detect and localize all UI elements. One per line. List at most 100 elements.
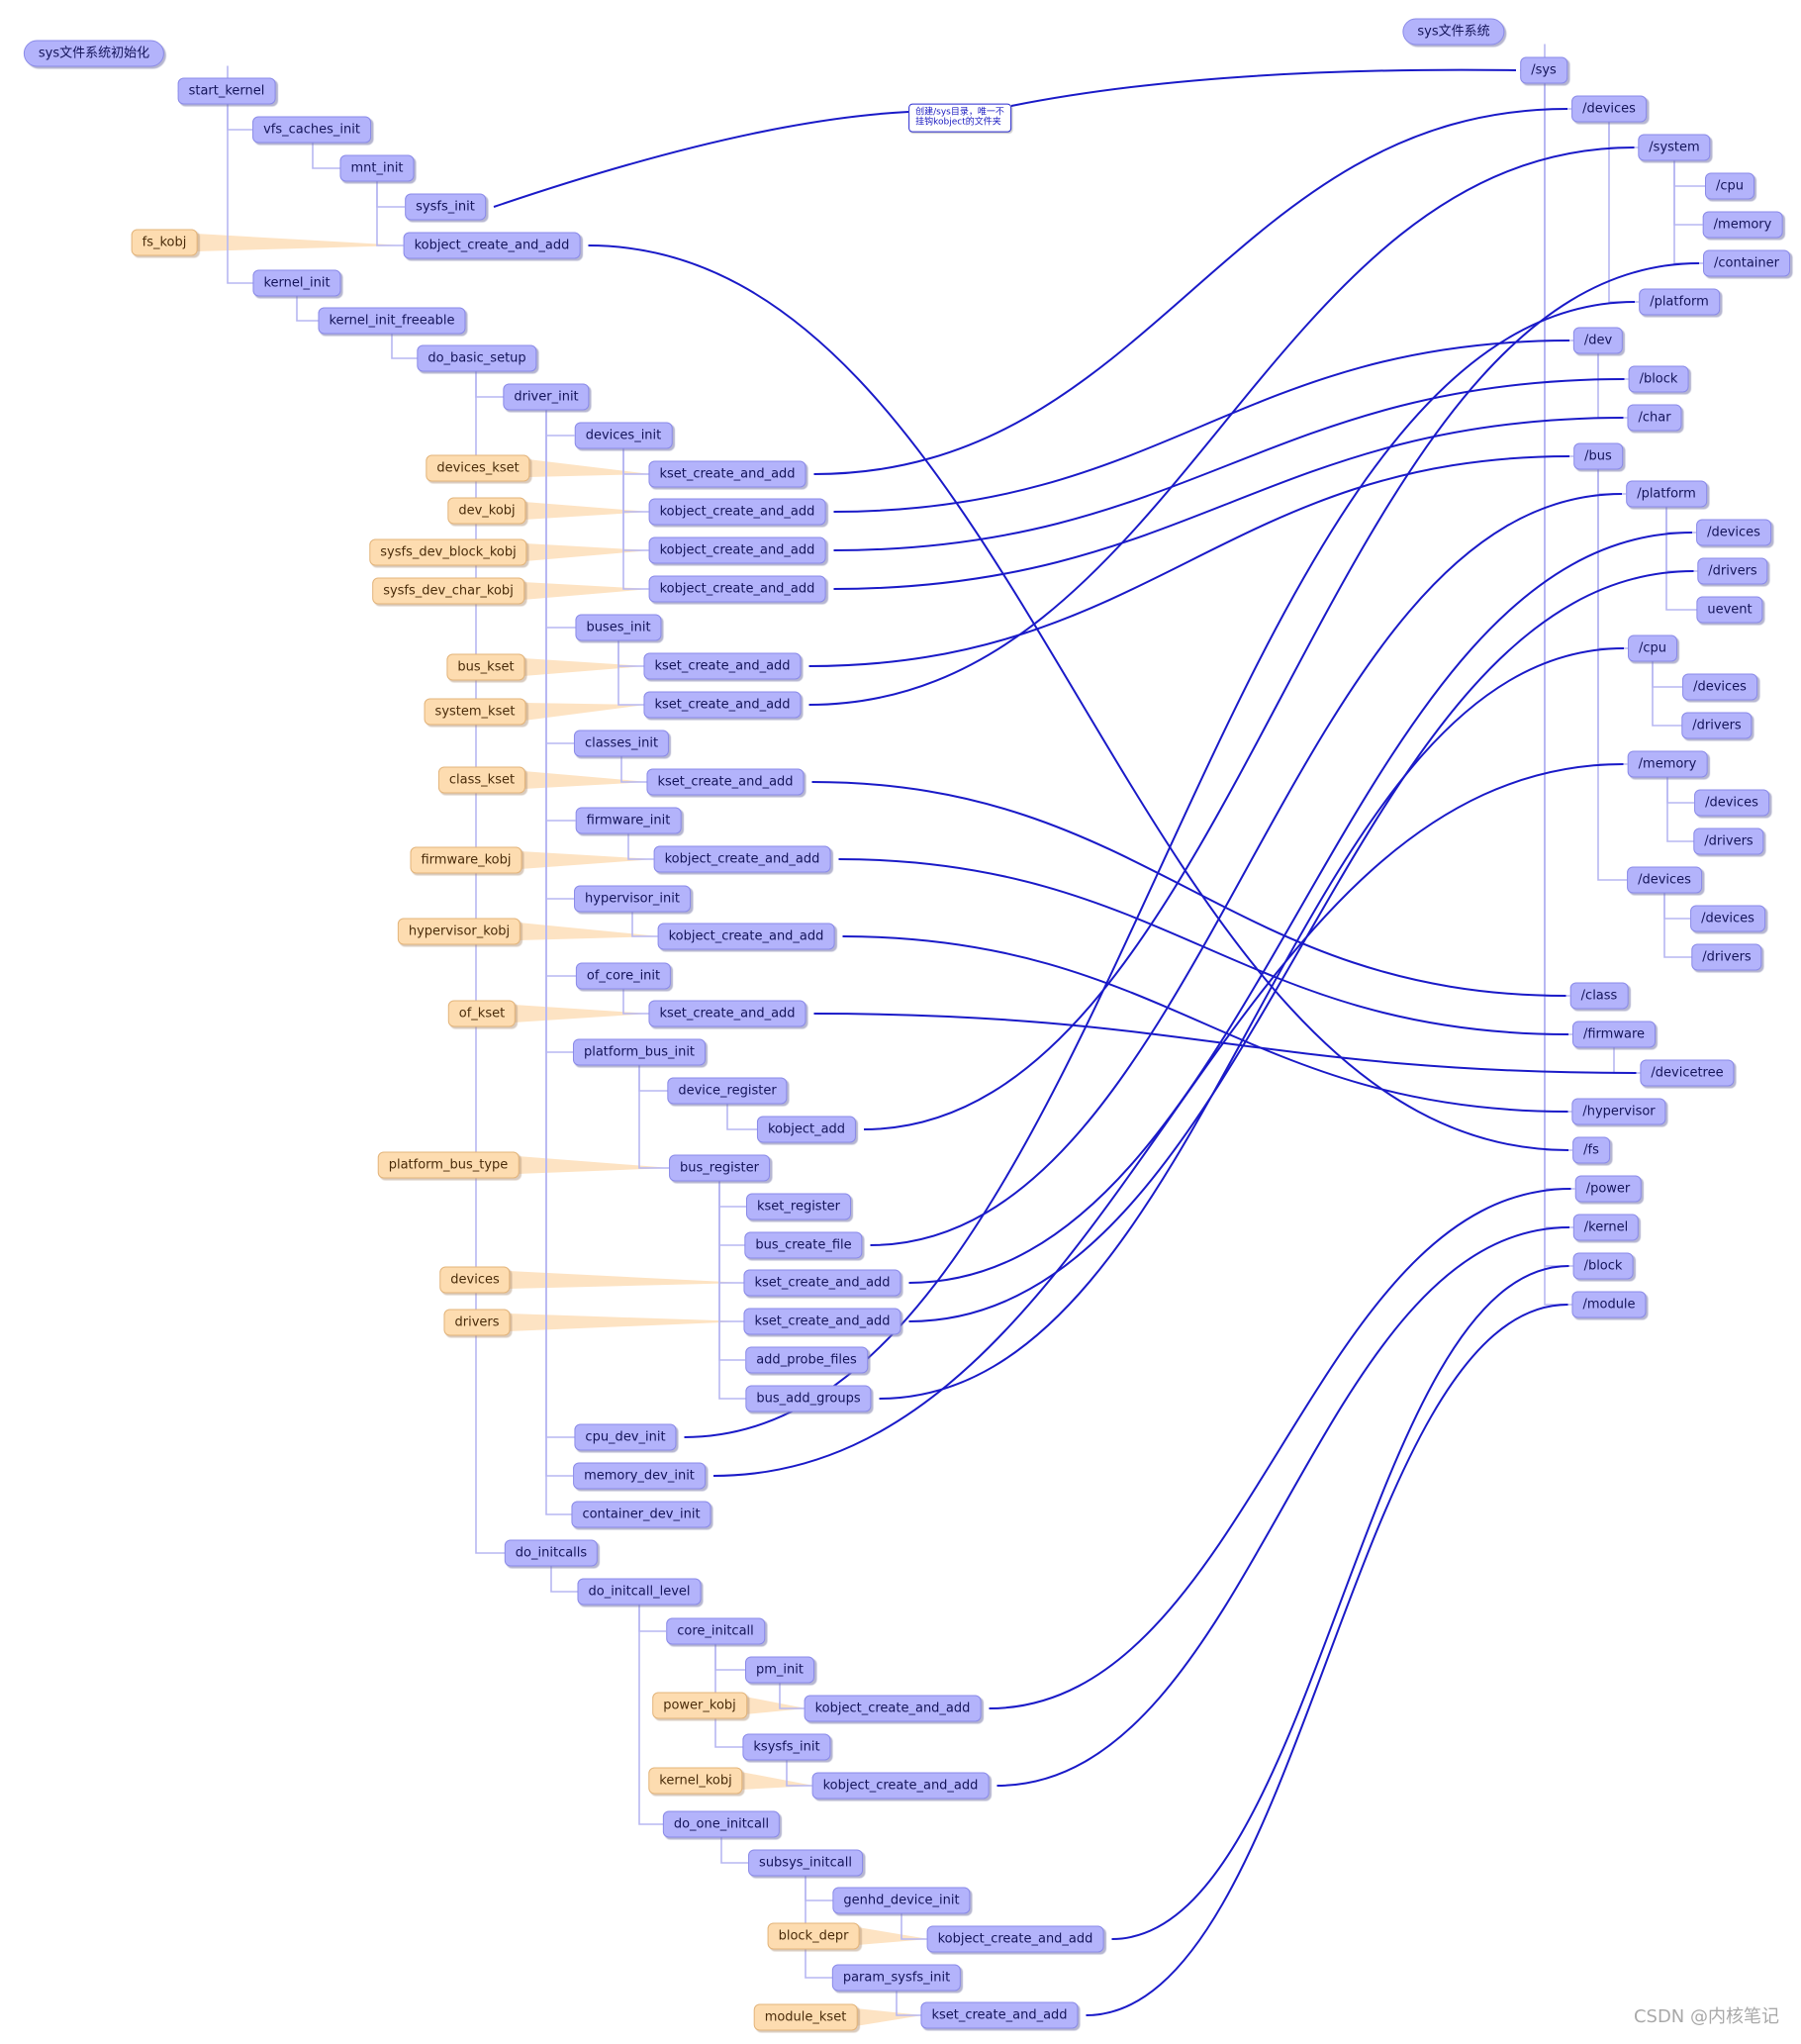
tree-node-l-hypervisor-init[interactable]: hypervisor_init xyxy=(574,885,691,913)
tree-node-l-subsys[interactable]: subsys_initcall xyxy=(748,1849,863,1877)
tree-node-r-block2[interactable]: /block xyxy=(1572,1252,1634,1280)
tree-node-l-start-kernel[interactable]: start_kernel xyxy=(177,77,276,105)
tree-node-r-bm-devices[interactable]: /devices xyxy=(1694,789,1769,817)
tree-node-l-kca-fs[interactable]: kobject_create_and_add xyxy=(403,232,581,259)
variable-node-v-kernel-kobj[interactable]: kernel_kobj xyxy=(648,1767,743,1795)
tree-node-l-br-kca1[interactable]: kset_create_and_add xyxy=(743,1269,901,1297)
tree-node-r-bc-devices[interactable]: /devices xyxy=(1682,673,1757,701)
variable-node-v-devices[interactable]: devices xyxy=(439,1266,511,1294)
variable-node-v-pbt[interactable]: platform_bus_type xyxy=(377,1151,520,1179)
variable-node-v-system-kset[interactable]: system_kset xyxy=(424,698,526,726)
tree-node-l-firmware-init[interactable]: firmware_init xyxy=(575,807,682,834)
variable-node-v-drivers[interactable]: drivers xyxy=(443,1309,511,1336)
tree-node-r-bd-drivers[interactable]: /drivers xyxy=(1691,943,1762,971)
tree-node-l-dbs[interactable]: do_basic_setup xyxy=(417,344,537,372)
tree-node-l-kernel-init[interactable]: kernel_init xyxy=(252,269,341,297)
tree-node-l-genhd[interactable]: genhd_device_init xyxy=(832,1887,971,1914)
tree-node-l-pbi[interactable]: platform_bus_init xyxy=(572,1038,707,1066)
tree-node-l-add-probe-files[interactable]: add_probe_files xyxy=(745,1346,868,1374)
tree-node-l-do-initcalls[interactable]: do_initcalls xyxy=(504,1539,599,1567)
tree-node-l-dil[interactable]: do_initcall_level xyxy=(577,1578,702,1606)
variable-node-v-power-kobj[interactable]: power_kobj xyxy=(652,1692,747,1719)
tree-node-l-d3[interactable]: kobject_create_and_add xyxy=(648,536,826,564)
variable-node-v-block-depr[interactable]: block_depr xyxy=(767,1922,860,1950)
tree-node-l-param[interactable]: param_sysfs_init xyxy=(831,1964,962,1992)
variable-node-v-bus-kset[interactable]: bus_kset xyxy=(446,653,525,681)
tree-node-r-root[interactable]: sys文件系统 xyxy=(1402,18,1505,46)
tree-node-l-root[interactable]: sys文件系统初始化 xyxy=(23,40,165,67)
tree-node-l-buses-init[interactable]: buses_init xyxy=(575,614,662,641)
tree-node-r-bplatform[interactable]: /platform xyxy=(1626,480,1707,508)
tree-node-r-bp-uevent[interactable]: uevent xyxy=(1696,596,1763,624)
tree-node-l-sysfs[interactable]: sysfs_init xyxy=(405,193,486,221)
tree-node-l-kif[interactable]: kernel_init_freeable xyxy=(318,307,466,335)
tree-node-r-bm-drivers[interactable]: /drivers xyxy=(1693,827,1764,855)
tree-node-l-classes-init[interactable]: classes_init xyxy=(573,730,670,757)
tree-node-l-devices-init[interactable]: devices_init xyxy=(574,422,673,449)
tree-node-l-ksysfs-init[interactable]: ksysfs_init xyxy=(742,1733,831,1761)
tree-node-r-power[interactable]: /power xyxy=(1574,1175,1642,1203)
variable-node-v-fs-kobj[interactable]: fs_kobj xyxy=(131,229,198,256)
variable-node-v-devices-kset[interactable]: devices_kset xyxy=(426,454,530,482)
tree-node-l-memory-dev-init[interactable]: memory_dev_init xyxy=(573,1462,706,1490)
variable-node-v-dev-kobj[interactable]: dev_kobj xyxy=(447,497,526,525)
tree-node-r-bmemory[interactable]: /memory xyxy=(1627,750,1708,778)
variable-node-v-sdck[interactable]: sysfs_dev_char_kobj xyxy=(372,577,524,605)
tree-node-r-fs[interactable]: /fs xyxy=(1572,1136,1610,1164)
tree-node-l-d4[interactable]: kobject_create_and_add xyxy=(648,575,826,603)
tree-node-l-kobject-add[interactable]: kobject_add xyxy=(756,1116,857,1143)
tree-node-r-class[interactable]: /class xyxy=(1569,982,1629,1010)
tree-node-r-bp-devices[interactable]: /devices xyxy=(1696,519,1771,546)
variable-node-v-hypervisor-kobj[interactable]: hypervisor_kobj xyxy=(397,918,521,945)
tree-node-r-devices[interactable]: /devices xyxy=(1571,95,1647,123)
tree-node-r-bdevices[interactable]: /devices xyxy=(1627,866,1702,894)
tree-node-l-of-core-init[interactable]: of_core_init xyxy=(575,962,672,990)
tree-node-l-vfs[interactable]: vfs_caches_init xyxy=(252,116,371,144)
tree-node-l-pm-kca[interactable]: kobject_create_and_add xyxy=(804,1695,982,1722)
tree-node-l-br-kca2[interactable]: kset_create_and_add xyxy=(743,1308,901,1335)
variable-node-v-sdbk[interactable]: sysfs_dev_block_kobj xyxy=(369,538,527,566)
tree-node-r-bp-drivers[interactable]: /drivers xyxy=(1697,557,1768,585)
tree-node-r-devicetree[interactable]: /devicetree xyxy=(1640,1059,1735,1087)
tree-node-l-busreg[interactable]: bus_register xyxy=(669,1154,770,1182)
tree-node-l-pm-init[interactable]: pm_init xyxy=(745,1656,814,1684)
tree-node-r-bcpu[interactable]: /cpu xyxy=(1627,634,1678,662)
variable-node-v-of-kset[interactable]: of_kset xyxy=(447,1000,517,1027)
tree-node-r-system[interactable]: /system xyxy=(1638,134,1711,161)
tree-node-r-sys[interactable]: /sys xyxy=(1520,56,1567,84)
tree-node-r-module[interactable]: /module xyxy=(1571,1291,1647,1318)
tree-node-l-container-dev-init[interactable]: container_dev_init xyxy=(571,1501,711,1528)
tree-node-l-pa-kca[interactable]: kset_create_and_add xyxy=(920,2001,1079,2029)
tree-node-r-bc-drivers[interactable]: /drivers xyxy=(1681,712,1753,739)
tree-node-r-block[interactable]: /block xyxy=(1628,365,1689,393)
tree-node-r-kernel[interactable]: /kernel xyxy=(1572,1214,1640,1241)
tree-node-l-b2[interactable]: kset_create_and_add xyxy=(643,691,802,719)
tree-node-l-gh-kca[interactable]: kobject_create_and_add xyxy=(926,1925,1104,1953)
tree-node-r-bd-devices[interactable]: /devices xyxy=(1690,905,1765,932)
tree-node-r-container[interactable]: /container xyxy=(1703,249,1790,277)
tree-node-l-kset-register[interactable]: kset_register xyxy=(745,1193,852,1220)
tree-node-l-cpu-dev-init[interactable]: cpu_dev_init xyxy=(574,1423,677,1451)
tree-node-l-h1[interactable]: kobject_create_and_add xyxy=(657,923,835,950)
tree-node-l-c1[interactable]: kset_create_and_add xyxy=(646,768,805,796)
tree-node-r-cpu[interactable]: /cpu xyxy=(1704,172,1755,200)
tree-node-r-char[interactable]: /char xyxy=(1627,404,1682,432)
tree-node-l-bus-create-file[interactable]: bus_create_file xyxy=(744,1231,863,1259)
tree-node-r-dev[interactable]: /dev xyxy=(1572,327,1624,354)
tree-node-l-doi[interactable]: do_one_initcall xyxy=(662,1810,781,1838)
variable-node-v-firmware-kobj[interactable]: firmware_kobj xyxy=(410,846,522,874)
tree-node-r-platform[interactable]: /platform xyxy=(1639,288,1720,316)
tree-node-r-hypervisor[interactable]: /hypervisor xyxy=(1571,1098,1666,1125)
tree-node-l-o1[interactable]: kset_create_and_add xyxy=(648,1000,806,1027)
tree-node-l-bus-add-groups[interactable]: bus_add_groups xyxy=(745,1385,872,1412)
variable-node-v-module-kset[interactable]: module_kset xyxy=(753,2003,858,2031)
variable-node-v-class-kset[interactable]: class_kset xyxy=(437,766,526,794)
tree-node-r-bus[interactable]: /bus xyxy=(1573,442,1623,470)
tree-node-r-memory[interactable]: /memory xyxy=(1702,211,1783,239)
tree-node-l-ks-kca[interactable]: kobject_create_and_add xyxy=(811,1772,990,1800)
tree-node-l-d1[interactable]: kset_create_and_add xyxy=(648,460,806,488)
tree-node-r-firmware[interactable]: /firmware xyxy=(1571,1021,1657,1048)
tree-node-l-d2[interactable]: kobject_create_and_add xyxy=(648,498,826,526)
tree-node-l-core-initcall[interactable]: core_initcall xyxy=(666,1617,765,1645)
tree-node-l-b1[interactable]: kset_create_and_add xyxy=(643,652,802,680)
